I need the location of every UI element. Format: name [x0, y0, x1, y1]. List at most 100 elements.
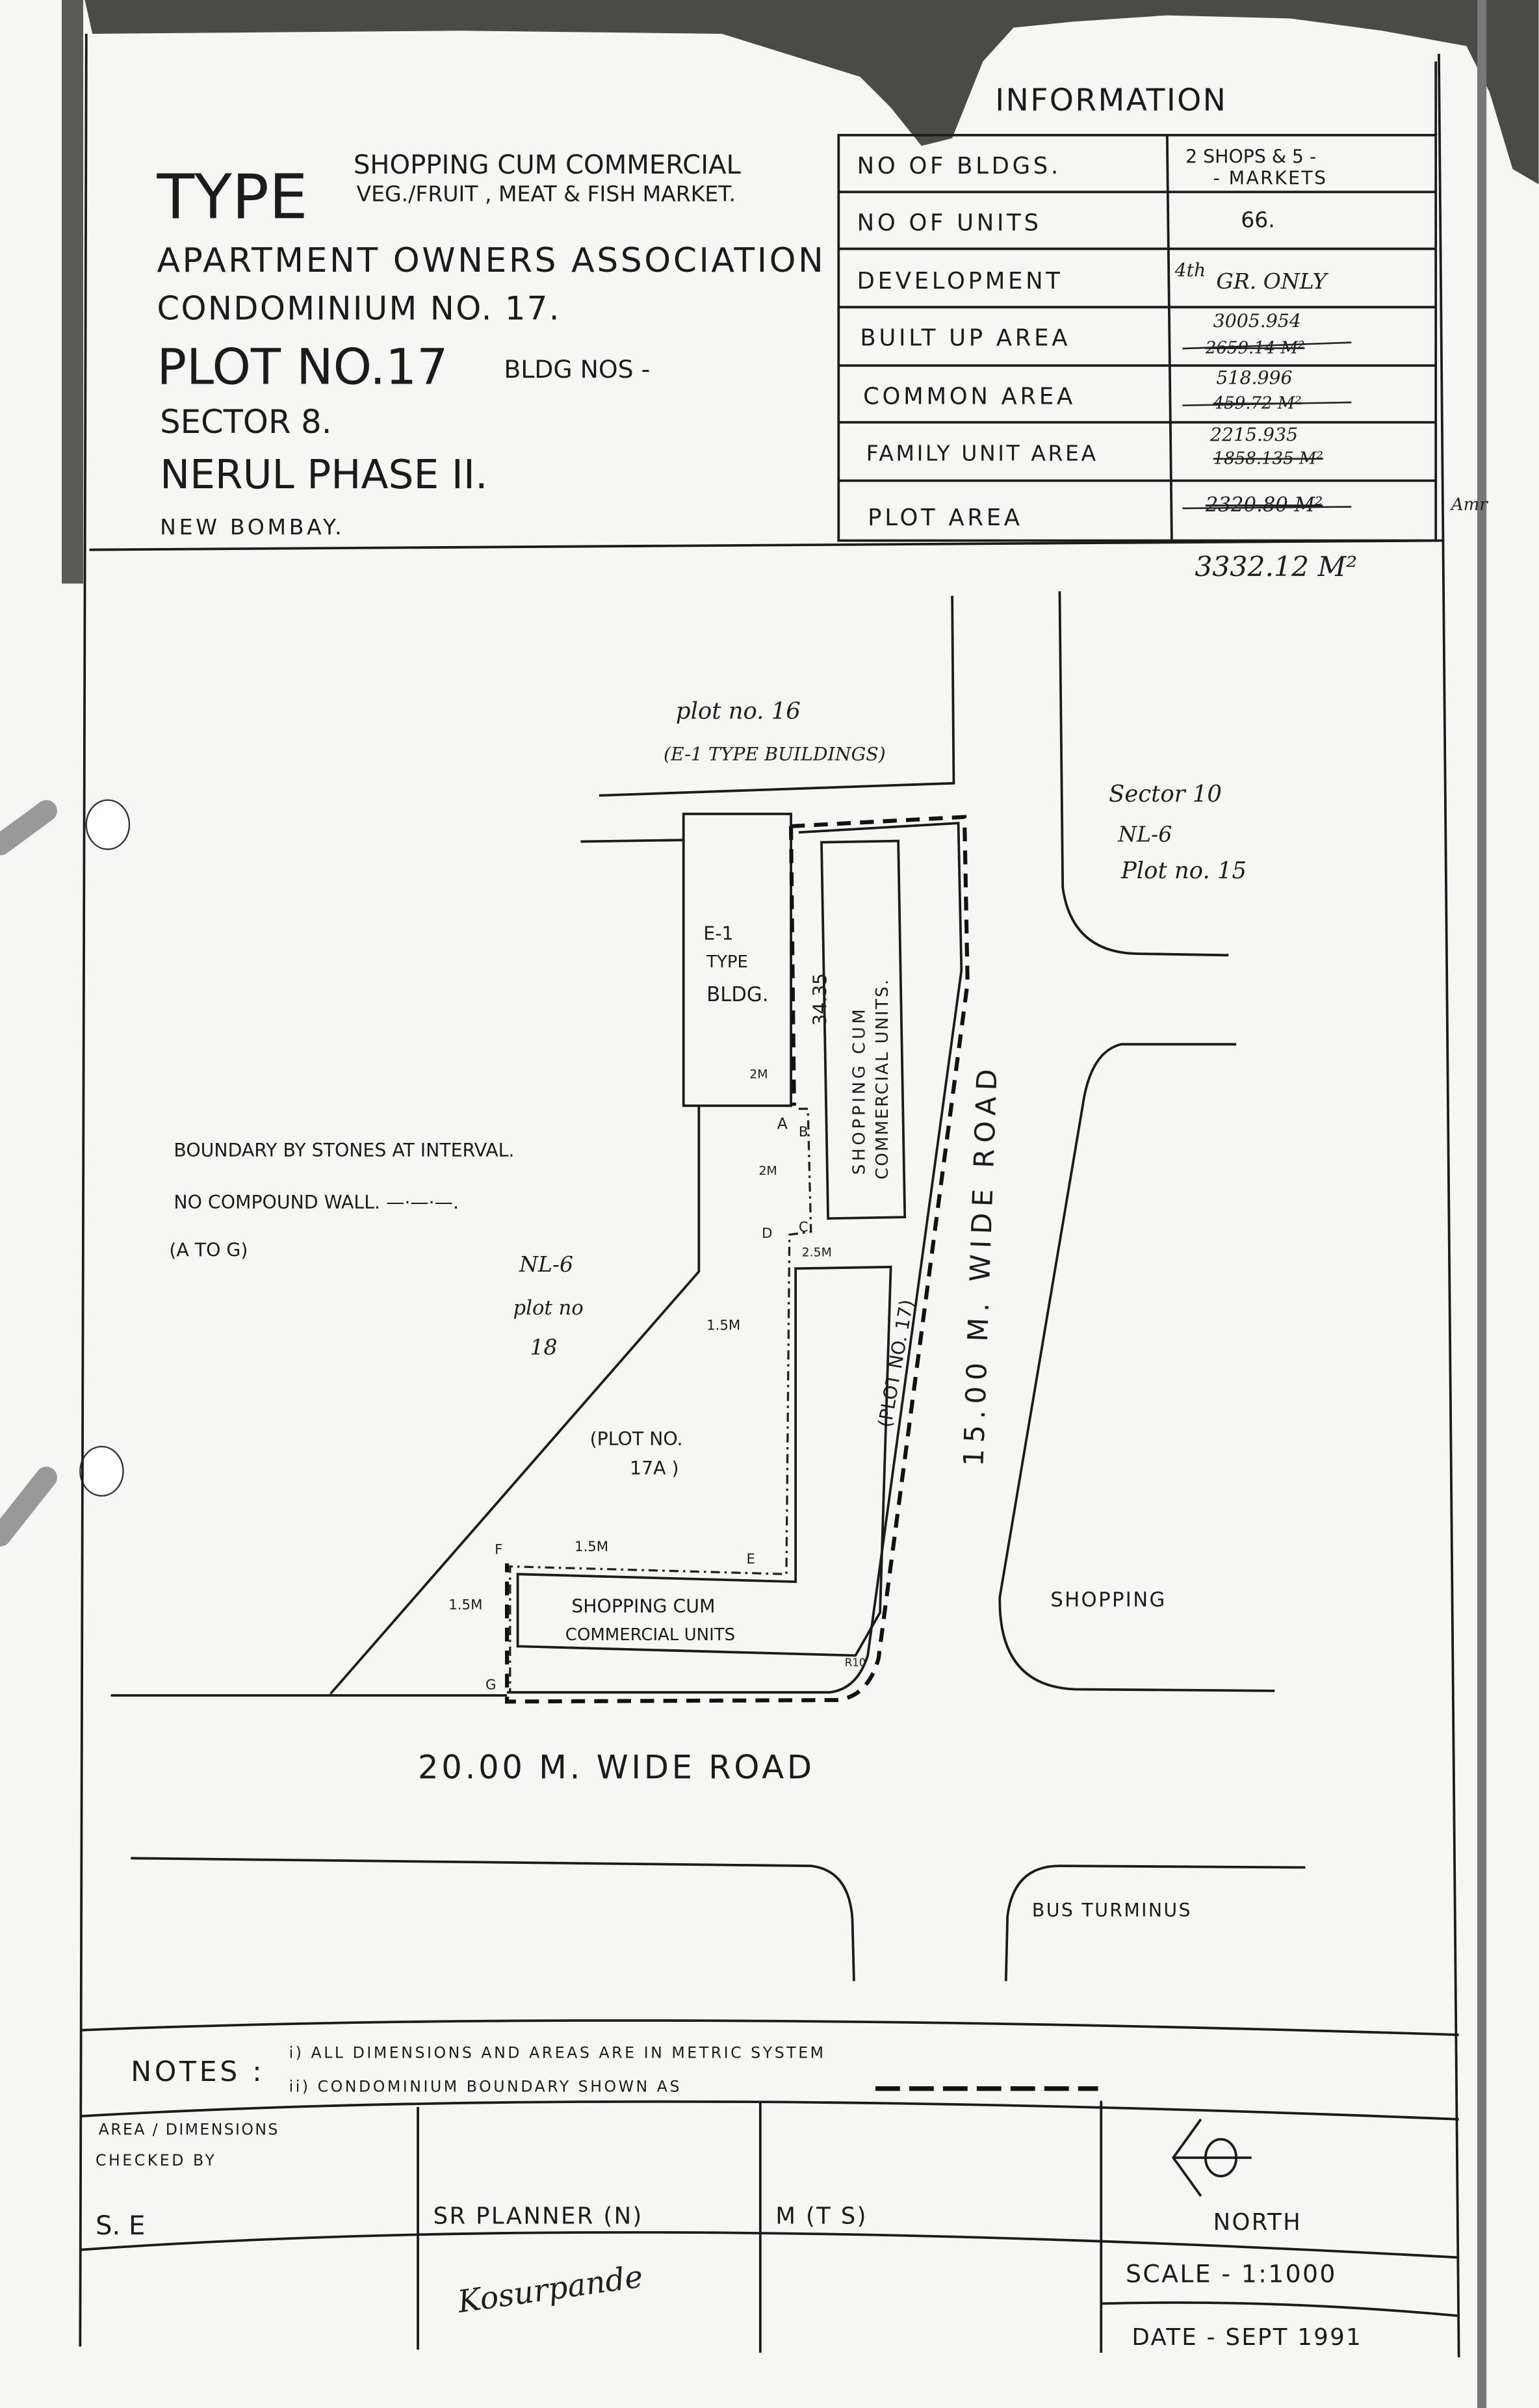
row-label-family: FAMILY UNIT AREA: [866, 441, 1098, 466]
point-c: C: [799, 1220, 808, 1236]
plot-16-label: plot no. 16: [676, 698, 801, 725]
torn-top-edge: [84, 0, 1539, 185]
stone-boundary-a-to-g: [509, 1107, 812, 1693]
information-title: INFORMATION: [995, 83, 1227, 118]
sector-10-label: Sector 10: [1109, 781, 1222, 807]
punch-hole-1: [85, 799, 131, 850]
nl6-plot18-1: NL-6: [519, 1251, 573, 1277]
information-table: INFORMATION NO OF BLDGS. 2 SHOPS & 5 - -…: [837, 61, 1488, 583]
checked-by-1: AREA / DIMENSIONS: [99, 2121, 279, 2139]
plot-17a-label-2: 17A ): [630, 1458, 679, 1479]
e1-label-1: E-1: [703, 923, 733, 945]
e1-building: [682, 813, 792, 1107]
punch-hole-2: [79, 1446, 124, 1497]
shopping-units-building-1: [820, 839, 907, 1220]
radius-label: R10: [845, 1656, 866, 1669]
dim-1-5m-b: 1.5M: [575, 1539, 608, 1555]
condominium-boundary: [504, 815, 970, 1704]
row-struck-plot-area: 2320.80 M²: [1205, 494, 1323, 517]
condominium: CONDOMINIUM NO. 17.: [157, 289, 560, 327]
north-arrow-icon: [1171, 2118, 1252, 2197]
node-name: NERUL PHASE II.: [160, 452, 487, 498]
row-label-units: NO OF UNITS: [857, 209, 1042, 236]
plot-number: PLOT NO.17: [157, 339, 448, 396]
type-label: TYPE: [156, 161, 307, 233]
row-note-development: 4th: [1174, 259, 1206, 281]
sr-planner-label: SR PLANNER (N): [433, 2203, 643, 2230]
revised-plot-area: 3332.12 M²: [1195, 551, 1357, 583]
point-b: B: [799, 1124, 808, 1140]
header-divider: [89, 539, 1444, 551]
point-g: G: [485, 1677, 496, 1693]
row-value-bldgs-2: - MARKETS: [1213, 167, 1328, 189]
dim-1-5m-a: 1.5M: [706, 1318, 740, 1334]
road-15m-edge-upper-right: [1058, 591, 1229, 957]
mts-label: M (T S): [775, 2203, 867, 2230]
north-label: NORTH: [1213, 2209, 1302, 2236]
left-dark-edge: [62, 0, 84, 584]
plot-16-boundary: [599, 595, 955, 797]
boundary-note-2: NO COMPOUND WALL. —·—·—.: [174, 1192, 459, 1213]
point-f: F: [495, 1542, 502, 1558]
row-struck-family: 1858.135 M²: [1213, 449, 1323, 468]
e1-label-3: BLDG.: [706, 984, 768, 1006]
row-value-development: GR. ONLY: [1216, 268, 1328, 294]
boundary-note-1: BOUNDARY BY STONES AT INTERVAL.: [174, 1140, 514, 1161]
row-value-built-up: 3005.954: [1213, 310, 1301, 332]
dim-2m-a: 2M: [749, 1067, 768, 1081]
binder-ring-2: [0, 1466, 57, 1547]
road-20m-label: 20.00 M. WIDE ROAD: [418, 1748, 815, 1786]
sector-10-nl6: NL-6: [1117, 822, 1172, 847]
dim-34-35: 34.35: [809, 973, 831, 1026]
row-label-common: COMMON AREA: [863, 383, 1076, 410]
row-label-bldgs: NO OF BLDGS.: [857, 153, 1061, 179]
dim-2m-b: 2M: [758, 1164, 777, 1178]
boundary-note-3: (A TO G): [169, 1239, 248, 1261]
margin-note: Amr: [1450, 495, 1488, 514]
nl6-plot18-2: plot no: [513, 1297, 584, 1320]
row-value-common: 518.996: [1216, 367, 1292, 389]
bldg-nos: BLDG NOS -: [504, 355, 650, 384]
city: NEW BOMBAY.: [160, 514, 344, 540]
scale-label: SCALE - 1:1000: [1126, 2259, 1337, 2288]
date-label: DATE - SEPT 1991: [1132, 2324, 1362, 2351]
bus-terminus-label: BUS TURMINUS: [1032, 1900, 1192, 1921]
title-block: TYPE SHOPPING CUM COMMERCIAL VEG./FRUIT …: [156, 150, 825, 540]
frame-left: [79, 33, 88, 2347]
notes-label: NOTES :: [131, 2056, 265, 2088]
plot-18-boundary: [329, 1105, 701, 1695]
row-value-bldgs: 2 SHOPS & 5 -: [1185, 146, 1316, 167]
se-label: S. E: [96, 2211, 145, 2241]
site-plan: plot no. 16 (E-1 TYPE BUILDINGS) Sector …: [110, 591, 1306, 1982]
shop-units-label-2: COMMERCIAL UNITS: [565, 1625, 735, 1645]
row-value-family: 2215.935: [1209, 424, 1298, 445]
road-20m-edge-lower-left: [131, 1857, 855, 1982]
point-e: E: [747, 1551, 755, 1567]
checked-by-2: CHECKED BY: [96, 2151, 217, 2169]
shop-vertical-label-2: COMMERCIAL UNITS.: [873, 978, 892, 1180]
shop-units-label-1: SHOPPING CUM: [571, 1595, 715, 1617]
row-value-units: 66.: [1241, 207, 1275, 233]
association: APARTMENT OWNERS ASSOCIATION: [157, 241, 825, 280]
dim-1-5m-c: 1.5M: [448, 1597, 482, 1614]
plot-17a-label-1: (PLOT NO.: [590, 1428, 683, 1450]
row-label-built-up: BUILT UP AREA: [860, 325, 1070, 352]
plot-17-inner-edge: [507, 822, 963, 1694]
plot-16-type: (E-1 TYPE BUILDINGS): [664, 743, 886, 765]
sector-10-plot15: Plot no. 15: [1120, 857, 1247, 884]
shopping-units-building-2: [516, 1265, 892, 1657]
point-a: A: [777, 1114, 788, 1132]
e1-label-2: TYPE: [706, 952, 748, 972]
right-dark-edge: [1477, 0, 1487, 2408]
shop-vertical-label-1: SHOPPING CUM: [849, 1006, 869, 1175]
binder-ring-1: [0, 800, 57, 856]
row-label-plot-area: PLOT AREA: [868, 504, 1023, 531]
frame-right: [1438, 53, 1460, 2358]
note-1: i) ALL DIMENSIONS AND AREAS ARE IN METRI…: [289, 2043, 826, 2061]
point-d: D: [762, 1225, 772, 1242]
road-20m-edge-lower-right: [1004, 1865, 1306, 1982]
type-line-2: VEG./FRUIT , MEAT & FISH MARKET.: [357, 181, 736, 206]
dim-2-5m: 2.5M: [802, 1245, 832, 1259]
